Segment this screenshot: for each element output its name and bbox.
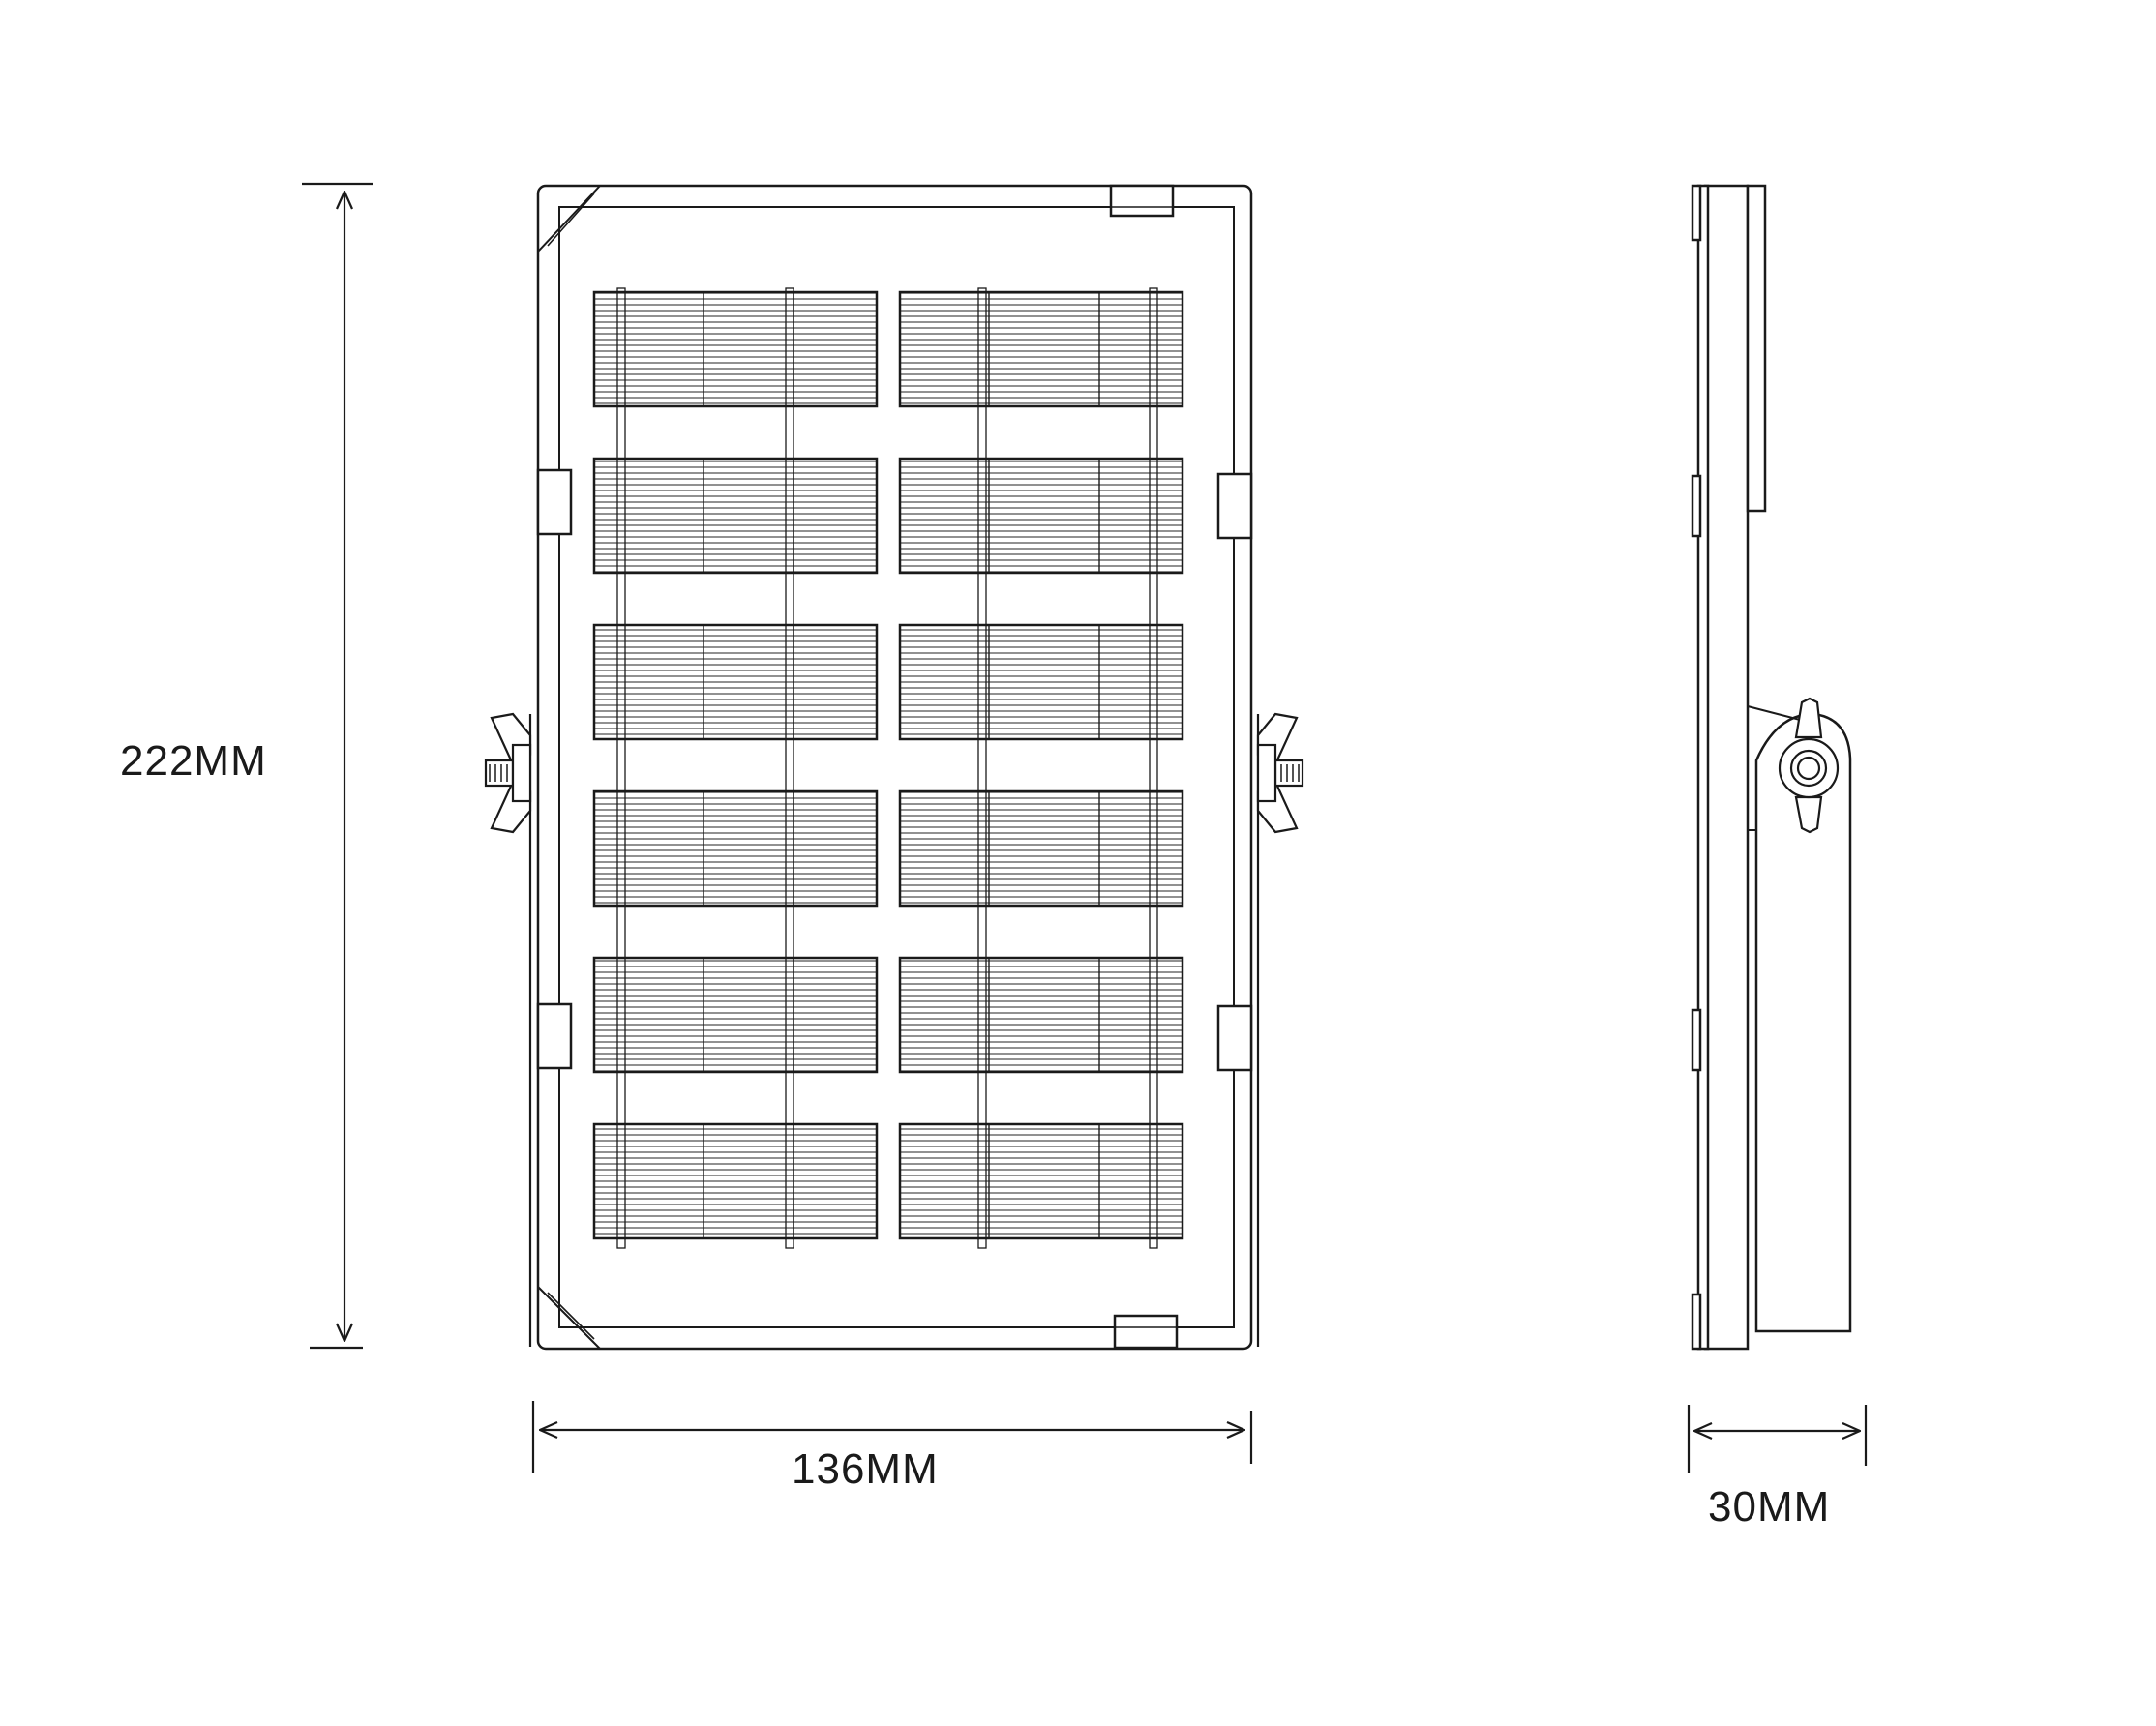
- right-clip-upper: [1216, 472, 1253, 540]
- side-panel-front-edge: [1696, 184, 1710, 1351]
- busbar: [1149, 287, 1158, 1249]
- panel-inner-frame: [558, 206, 1235, 1328]
- solar-cell: [592, 623, 879, 741]
- solar-cell-body: [592, 956, 879, 1074]
- width-dimension-label: 136MM: [792, 1445, 939, 1493]
- solar-cell: [592, 789, 879, 908]
- solar-cell-body: [592, 623, 879, 741]
- side-view: [1691, 184, 1852, 1351]
- solar-cell: [898, 1122, 1184, 1240]
- side-clip-2: [1691, 474, 1702, 538]
- height-dimension: [302, 182, 373, 1350]
- solar-cell-body: [898, 789, 1184, 908]
- solar-cell: [592, 956, 879, 1074]
- busbar: [977, 287, 987, 1249]
- solar-cell: [592, 1122, 879, 1240]
- solar-cell-body: [898, 290, 1184, 408]
- side-panel-body: [1703, 184, 1750, 1351]
- height-dimension-label: 222MM: [120, 737, 267, 785]
- solar-cell: [592, 290, 879, 408]
- left-clip-lower: [536, 1002, 573, 1070]
- right-wing-nut-icon: [1256, 712, 1304, 834]
- solar-cell: [592, 457, 879, 575]
- solar-cell-body: [898, 623, 1184, 741]
- side-top-plate: [1746, 184, 1767, 513]
- side-clip-4: [1691, 1293, 1702, 1351]
- right-clip-lower: [1216, 1004, 1253, 1072]
- solar-cell: [898, 789, 1184, 908]
- solar-cell: [898, 457, 1184, 575]
- solar-cell: [898, 956, 1184, 1074]
- width-dimension: [531, 1401, 1253, 1473]
- corner-brace-top-left-inner: [547, 193, 595, 247]
- depth-dimension-label: 30MM: [1708, 1483, 1831, 1531]
- solar-cell-body: [592, 789, 879, 908]
- side-clip-1: [1691, 184, 1702, 242]
- side-clip-3: [1691, 1008, 1702, 1072]
- corner-brace-bottom-left-inner: [547, 1292, 595, 1340]
- solar-cell-body: [592, 290, 879, 408]
- left-clip-upper: [536, 468, 573, 536]
- depth-dimension: [1687, 1405, 1868, 1473]
- solar-cell-body: [898, 1122, 1184, 1240]
- side-bracket-hinge-top: [1747, 705, 1805, 722]
- solar-cell-body: [592, 457, 879, 575]
- corner-brace-bottom-left: [537, 1286, 601, 1350]
- solar-cell-body: [898, 956, 1184, 1074]
- solar-cell-body: [898, 457, 1184, 575]
- side-wing-nut-icon: [1778, 697, 1840, 834]
- solar-cell-body: [592, 1122, 879, 1240]
- left-wing-nut-icon: [484, 712, 532, 834]
- busbar: [785, 287, 794, 1249]
- solar-cell: [898, 290, 1184, 408]
- solar-cell-grid: [592, 287, 1184, 1249]
- busbar: [616, 287, 626, 1249]
- solar-cell: [898, 623, 1184, 741]
- top-clip: [1109, 184, 1175, 218]
- bottom-clip: [1113, 1314, 1179, 1350]
- corner-brace-top-left: [537, 185, 601, 253]
